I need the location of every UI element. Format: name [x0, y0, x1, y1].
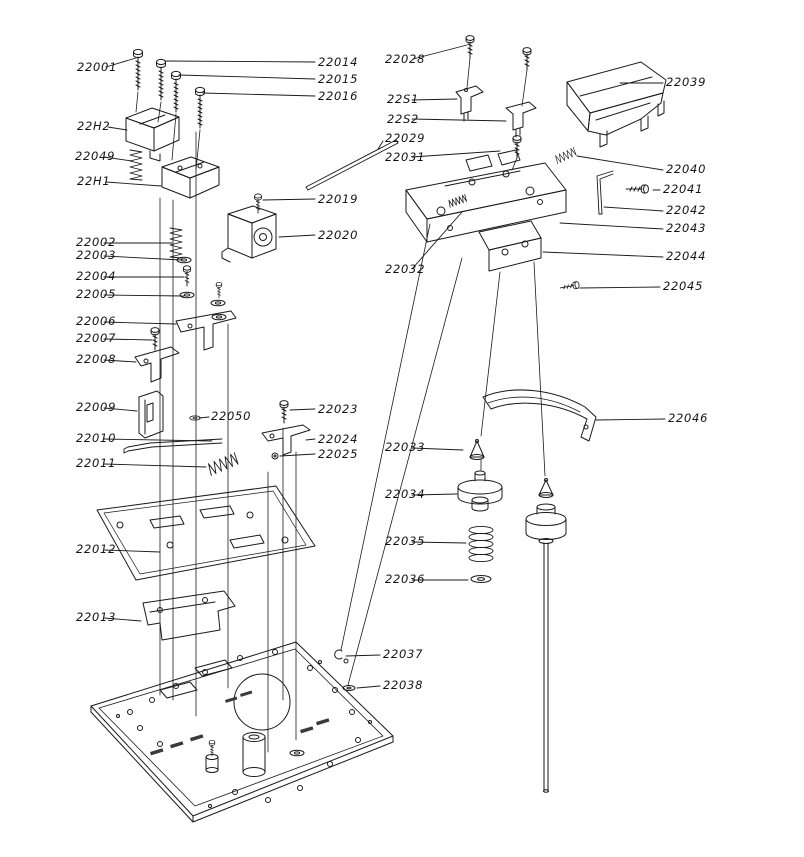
part-22042-rod — [596, 170, 614, 215]
leader-lines — [103, 44, 666, 689]
part-22023-screw — [279, 400, 289, 424]
part-label-22033: 22033 — [385, 440, 426, 454]
part-22S2-switch — [505, 101, 537, 138]
part-label-22012: 22012 — [76, 542, 117, 556]
part-label-22043: 22043 — [666, 221, 707, 235]
part-label-22049: 22049 — [75, 149, 116, 163]
part-22013-bracket — [142, 590, 236, 641]
part-label-22036: 22036 — [385, 572, 426, 586]
part-label-22042: 22042 — [666, 203, 707, 217]
part-label-22046: 22046 — [668, 411, 709, 425]
part-label-22016: 22016 — [318, 89, 359, 103]
part-22015-screw — [171, 70, 181, 113]
part-22020-solenoid — [221, 205, 277, 263]
part-22046-arm — [482, 389, 597, 442]
part-22009-plate — [138, 390, 164, 439]
part-22032-mounting-bracket — [405, 149, 567, 243]
part-22037-clip — [334, 649, 349, 664]
part-label-22037: 22037 — [383, 647, 424, 661]
part-label-22006: 22006 — [76, 314, 117, 328]
part-label-22009: 22009 — [76, 400, 117, 414]
part-22012-plate — [96, 485, 316, 581]
part-label-22034: 22034 — [385, 487, 426, 501]
base-plate-slots — [149, 690, 330, 756]
right-pulley-assembly — [525, 478, 567, 793]
part-label-22H2: 22H2 — [77, 119, 111, 133]
part-label-22032: 22032 — [385, 262, 426, 276]
part-22014-screw — [156, 58, 166, 101]
part-22H2-bracket — [125, 107, 180, 162]
part-label-22028: 22028 — [385, 52, 426, 66]
part-22029-rod — [305, 139, 399, 191]
part-label-22002: 22002 — [76, 235, 117, 249]
part-label-22003: 22003 — [76, 248, 117, 262]
part-label-22010: 22010 — [76, 431, 117, 445]
part-22016-screw — [195, 86, 205, 129]
part-label-22038: 22038 — [383, 678, 424, 692]
part-label-22S1: 22S1 — [387, 92, 420, 106]
part-label-22041: 22041 — [663, 182, 704, 196]
part-label-22024: 22024 — [318, 432, 359, 446]
part-label-22050: 22050 — [211, 409, 252, 423]
screw-drop-lines — [135, 91, 201, 171]
part-label-22029: 22029 — [385, 131, 426, 145]
part-22036-washer — [470, 575, 492, 583]
part-22041-screw — [625, 184, 649, 194]
part-label-22001: 22001 — [77, 60, 118, 74]
part-22011-spring — [206, 452, 240, 477]
part-22039-cover — [566, 61, 667, 148]
base-plate — [90, 641, 394, 823]
part-22028-screws — [465, 35, 532, 107]
part-22008-bracket — [134, 346, 180, 383]
part-22045-screw — [559, 280, 581, 292]
part-label-22035: 22035 — [385, 534, 426, 548]
part-label-22S2: 22S2 — [387, 112, 420, 126]
part-label-22045: 22045 — [663, 279, 704, 293]
part-22040-spring — [553, 146, 578, 165]
part-label-22039: 22039 — [666, 75, 707, 89]
part-label-22011: 22011 — [76, 456, 117, 470]
part-label-22040: 22040 — [666, 162, 707, 176]
part-22004-screw — [182, 265, 192, 287]
part-22033-cone — [469, 439, 485, 460]
part-label-22015: 22015 — [318, 72, 359, 86]
part-label-22005: 22005 — [76, 287, 117, 301]
part-label-22020: 22020 — [318, 228, 359, 242]
part-22038-washer — [342, 685, 356, 691]
part-22006-bracket — [175, 310, 237, 351]
part-22001-screw — [133, 48, 143, 91]
part-22005-washer — [179, 291, 195, 299]
part-22034-flywheel — [457, 470, 503, 512]
base-plate-holes — [116, 649, 372, 808]
part-22049-spring — [129, 149, 143, 181]
part-22044-bracket — [478, 220, 542, 272]
part-label-22004: 22004 — [76, 269, 117, 283]
part-22025-ring — [271, 452, 279, 460]
part-label-22H1: 22H1 — [77, 174, 111, 188]
part-22035-spring — [468, 525, 494, 563]
part-label-22013: 22013 — [76, 610, 117, 624]
part-label-22019: 22019 — [318, 192, 359, 206]
part-22S1-switch — [455, 85, 484, 122]
part-label-22044: 22044 — [666, 249, 707, 263]
part-22019-screw — [254, 193, 262, 214]
part-22007-screw — [150, 327, 160, 351]
part-label-22014: 22014 — [318, 55, 359, 69]
part-label-22008: 22008 — [76, 352, 117, 366]
part-label-22025: 22025 — [318, 447, 359, 461]
part-22031-screw — [511, 135, 522, 171]
part-22H1-bracket — [161, 156, 220, 199]
part-label-22007: 22007 — [76, 331, 117, 345]
part-label-22031: 22031 — [385, 150, 426, 164]
part-22024-bracket — [261, 424, 311, 456]
alignment-shafts — [159, 131, 546, 753]
part-label-22023: 22023 — [318, 402, 359, 416]
